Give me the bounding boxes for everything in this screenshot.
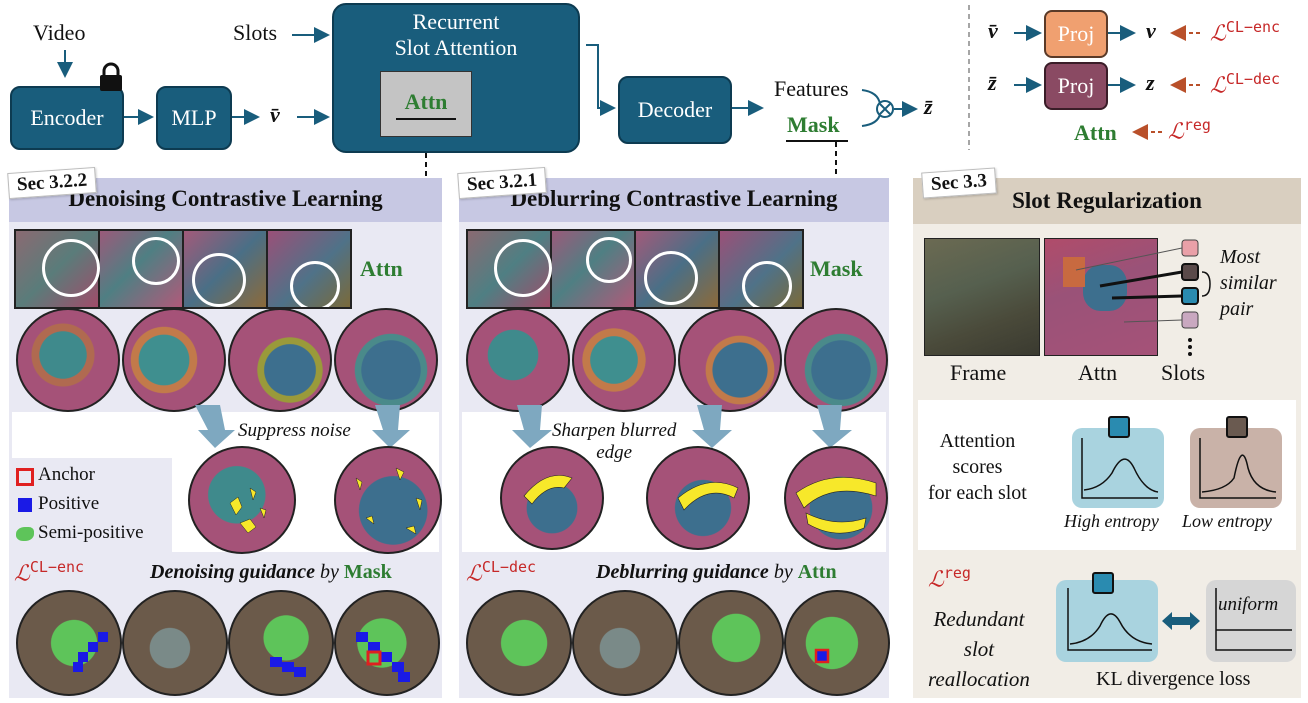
guidance-circle-1 xyxy=(16,590,122,696)
attn-frame-strip xyxy=(14,229,352,309)
high-entropy-plot xyxy=(1072,428,1164,508)
v-bar-label: v̄ xyxy=(270,102,280,127)
attn-circle-2 xyxy=(122,308,226,412)
mask-circle-2 xyxy=(572,308,676,412)
slots-caption: Slots xyxy=(1161,360,1206,385)
deblurred-circle-1 xyxy=(500,446,604,550)
mid-loss-label: ℒCL−dec xyxy=(466,558,537,586)
proj-v: v xyxy=(1146,18,1156,43)
loss-cl-enc-top: ℒCL−enc xyxy=(1210,18,1281,46)
proj-z: z xyxy=(1146,70,1155,95)
most-similar-pair: Most similar pair xyxy=(1220,246,1277,320)
attn-circle-4 xyxy=(334,308,438,412)
attn-circle-3 xyxy=(228,308,332,412)
mask-circle-4 xyxy=(784,308,888,412)
high-entropy-label: High entropy xyxy=(1064,511,1159,531)
rsa-label: Recurrent Slot Attention xyxy=(394,9,518,60)
attn-inner-block: Attn xyxy=(380,71,472,137)
mask-frame-strip xyxy=(466,229,804,309)
mask-label: Mask xyxy=(787,112,840,137)
mid-mask-label: Mask xyxy=(810,256,863,281)
redundant-slot-reallocation: Redundant slot reallocation xyxy=(928,607,1030,691)
lock-icon xyxy=(98,62,124,92)
legend: Anchor Positive Semi-positive xyxy=(12,458,172,552)
suppress-noise-caption: Suppress noise xyxy=(238,420,351,441)
denoising-title: Denoising Contrastive Learning xyxy=(68,186,383,211)
reg-loss-label: ℒreg xyxy=(928,564,971,592)
denoising-guidance: Denoising guidance by Mask xyxy=(150,561,392,583)
left-loss-label: ℒCL−enc xyxy=(14,558,85,586)
semi-positive-swatch xyxy=(16,527,34,541)
attn-inner-label: Attn xyxy=(404,88,448,114)
positive-swatch xyxy=(18,498,32,512)
proj-v-bar: v̄ xyxy=(988,18,998,43)
anchor-swatch xyxy=(16,468,34,486)
uniform-plot xyxy=(1206,580,1296,662)
denoised-circle-2 xyxy=(334,446,442,554)
slot-icon-low xyxy=(1226,416,1248,438)
video-label: Video xyxy=(33,20,86,45)
low-entropy-label: Low entropy xyxy=(1182,511,1272,531)
z-bar-label: z̄ xyxy=(924,94,933,119)
slot-icon-high xyxy=(1108,416,1130,438)
attention-scores-label: Attention scores for each slot xyxy=(928,430,1027,504)
proj-attn: Attn xyxy=(1074,120,1117,145)
frame-label: Frame xyxy=(950,360,1007,385)
frame-image xyxy=(924,238,1040,356)
deblurring-guidance: Deblurring guidance by Attn xyxy=(596,561,837,583)
decoder-block: Decoder xyxy=(618,76,732,144)
loss-reg-top: ℒreg xyxy=(1168,116,1211,144)
legend-anchor: Anchor xyxy=(38,464,95,485)
dguidance-circle-4 xyxy=(784,590,890,696)
dguidance-circle-1 xyxy=(466,590,572,696)
double-arrow-icon xyxy=(1162,612,1200,630)
legend-semi-positive: Semi-positive xyxy=(38,522,144,543)
guidance-circle-2 xyxy=(122,590,228,696)
left-attn-label: Attn xyxy=(360,256,403,281)
legend-positive: Positive xyxy=(38,493,100,514)
slot-icon-kl xyxy=(1092,572,1114,594)
uniform-label: uniform xyxy=(1218,594,1279,615)
attn-label: Attn xyxy=(1078,360,1118,385)
deblurred-circle-2 xyxy=(646,446,750,550)
guidance-circle-4 xyxy=(334,590,440,696)
slots-label: Slots xyxy=(233,20,278,45)
encoder-block: Encoder xyxy=(10,86,124,150)
sec-3-3-tag: Sec 3.3 xyxy=(921,167,997,199)
proj-enc-block: Proj xyxy=(1044,10,1108,58)
deblurred-circle-3 xyxy=(784,446,888,550)
slot-reg-title: Slot Regularization xyxy=(1012,188,1202,213)
loss-cl-dec-top: ℒCL−dec xyxy=(1210,70,1281,98)
features-label: Features xyxy=(774,76,849,101)
guidance-circle-3 xyxy=(228,590,334,696)
proj-dec-block: Proj xyxy=(1044,62,1108,110)
attn-circle-1 xyxy=(16,308,120,412)
low-entropy-plot xyxy=(1190,428,1282,508)
deblurring-title: Deblurring Contrastive Learning xyxy=(510,186,838,211)
proj-z-bar: z̄ xyxy=(988,70,997,95)
dguidance-circle-2 xyxy=(572,590,678,696)
mask-circle-3 xyxy=(678,308,782,412)
mlp-block: MLP xyxy=(156,86,232,150)
dguidance-circle-3 xyxy=(678,590,784,696)
kl-divergence-label: KL divergence loss xyxy=(1096,668,1251,690)
mask-circle-1 xyxy=(466,308,570,412)
sharpen-caption: Sharpen blurred edge xyxy=(552,420,677,463)
denoised-circle-1 xyxy=(188,446,296,554)
